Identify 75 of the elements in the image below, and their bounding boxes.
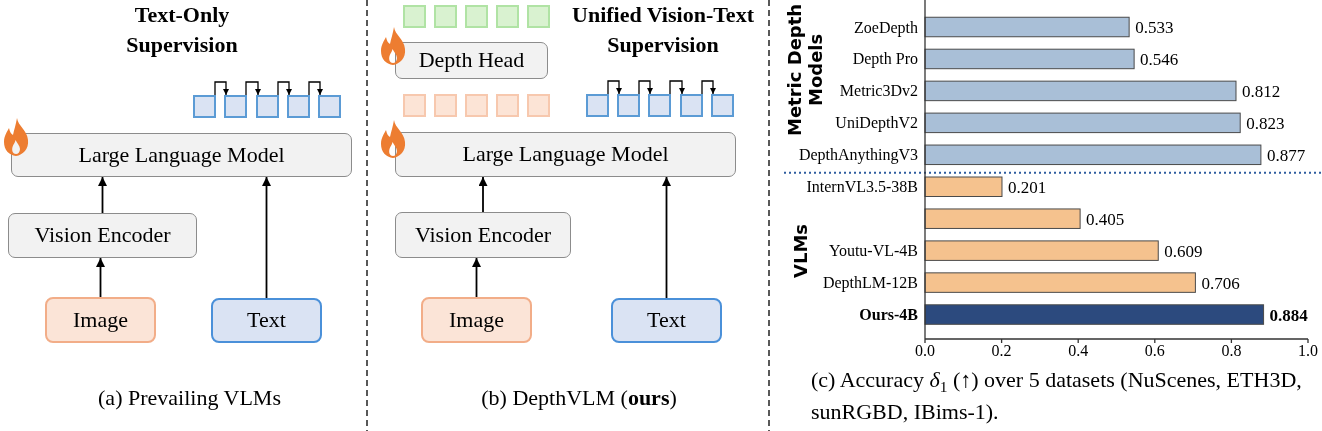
tick-label: 0.0 bbox=[915, 342, 935, 359]
token-square bbox=[496, 5, 519, 28]
token-square bbox=[403, 5, 426, 28]
arrow bbox=[214, 81, 229, 96]
value-label: 0.877 bbox=[1266, 145, 1306, 165]
tick-label: 0.6 bbox=[1144, 342, 1165, 359]
token-square bbox=[193, 95, 216, 118]
group-label: Metric Depth Models bbox=[784, 2, 826, 139]
arrow bbox=[308, 81, 323, 96]
process-box: Vision Encoder bbox=[8, 213, 197, 258]
value-label: 0.812 bbox=[1242, 81, 1281, 101]
token-square bbox=[527, 5, 550, 28]
arrow bbox=[96, 257, 105, 298]
arrow bbox=[669, 80, 685, 95]
tick-label: 0.8 bbox=[1221, 342, 1242, 359]
input-box: Image bbox=[421, 297, 532, 343]
process-box: Large Language Model bbox=[11, 133, 352, 177]
input-box: Image bbox=[45, 297, 156, 343]
panel-heading: Text-Only Supervision bbox=[125, 1, 239, 59]
category-label: ZoeDepth bbox=[854, 18, 918, 36]
category-label: Youtu-VL-4B bbox=[828, 242, 918, 260]
token-square bbox=[434, 94, 457, 117]
group-label: VLMs bbox=[790, 223, 811, 280]
token-square bbox=[318, 95, 341, 118]
arrow bbox=[262, 176, 271, 299]
process-box: Large Language Model bbox=[395, 132, 736, 177]
value-label: 0.405 bbox=[1086, 209, 1125, 229]
figure-caption: (b) DepthVLM (ours) bbox=[480, 384, 678, 412]
figure-caption: (c) Accuracy δ$_{1}$ (↑) over 5 datasets (NuScenes, ETH3D, sunRGBD, IBims-1). bbox=[811, 366, 1303, 426]
arrow bbox=[98, 176, 107, 214]
token-square bbox=[648, 94, 671, 117]
category-label: DepthAnythingV3 bbox=[798, 146, 918, 164]
value-label: 0.884 bbox=[1269, 305, 1308, 325]
arrow bbox=[638, 80, 653, 95]
arrow bbox=[277, 81, 292, 96]
token-square bbox=[586, 94, 609, 117]
token-square bbox=[434, 5, 457, 28]
value-label: 0.706 bbox=[1201, 273, 1240, 293]
input-box: Text bbox=[211, 298, 322, 343]
arrow bbox=[245, 81, 261, 96]
category-label: UniDepthV2 bbox=[835, 114, 918, 132]
token-square bbox=[465, 94, 488, 117]
value-label: 0.201 bbox=[1008, 177, 1047, 197]
token-square bbox=[617, 94, 640, 117]
category-label: Depth Pro bbox=[852, 50, 918, 68]
value-label: 0.533 bbox=[1135, 18, 1174, 37]
figure-caption: (a) Prevailing VLMs bbox=[97, 384, 282, 412]
arrow bbox=[472, 257, 481, 298]
process-box: Depth Head bbox=[395, 42, 548, 79]
category-label: InternVL3.5-38B bbox=[806, 178, 918, 196]
category-label: Ours-4B bbox=[859, 306, 918, 324]
token-square bbox=[256, 95, 279, 118]
token-square bbox=[287, 95, 310, 118]
token-square bbox=[465, 5, 488, 28]
arrow bbox=[662, 176, 671, 299]
tick-label: 0.2 bbox=[991, 342, 1012, 359]
token-square bbox=[224, 95, 247, 118]
token-square bbox=[711, 94, 734, 117]
token-square bbox=[527, 94, 550, 117]
category-label: DepthLM-12B bbox=[822, 274, 918, 292]
value-label: 0.823 bbox=[1246, 113, 1285, 133]
token-square bbox=[403, 94, 426, 117]
value-label: 0.609 bbox=[1164, 241, 1203, 261]
input-box: Text bbox=[611, 298, 722, 343]
arrow bbox=[478, 176, 488, 213]
token-square bbox=[680, 94, 703, 117]
panel-heading: Unified Vision-Text Supervision bbox=[571, 1, 755, 59]
value-label: 0.546 bbox=[1140, 49, 1179, 69]
process-box: Vision Encoder bbox=[395, 212, 571, 258]
tick-label: 0.4 bbox=[1068, 342, 1089, 359]
arrow bbox=[607, 80, 622, 95]
arrow bbox=[701, 80, 716, 95]
tick-label: 1.0 bbox=[1298, 342, 1318, 359]
token-square bbox=[496, 94, 519, 117]
category-label: Metric3Dv2 bbox=[839, 82, 918, 100]
